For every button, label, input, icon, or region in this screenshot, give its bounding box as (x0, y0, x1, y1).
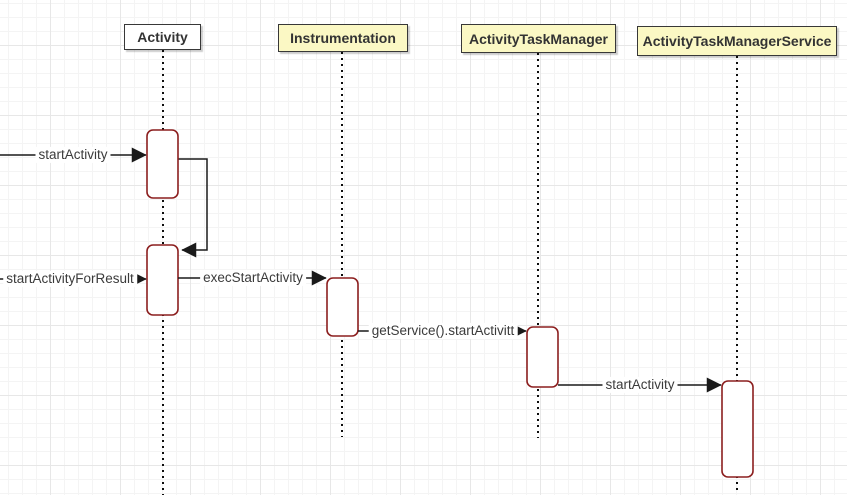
message-label-exec-start-activity[interactable]: execStartActivity (200, 269, 306, 287)
actor-label: Activity (137, 29, 188, 45)
message-label-start-activity-2[interactable]: startActivity (602, 376, 678, 394)
activation-activity-1[interactable] (146, 129, 179, 199)
actor-label: ActivityTaskManager (468, 30, 608, 47)
actor-label: ActivityTaskManagerService (642, 33, 832, 49)
message-label-start-activity-for-result[interactable]: startActivityForResult (3, 270, 137, 288)
activation-instrumentation[interactable] (326, 277, 359, 337)
message-label-get-service-start-activity[interactable]: getService().startActivitt (368, 322, 518, 340)
actor-box-activity[interactable]: Activity (124, 24, 201, 50)
actor-box-activitytaskmanager[interactable]: ActivityTaskManager (461, 24, 616, 53)
activation-activitytaskmanager[interactable] (526, 326, 559, 388)
actor-box-activitytaskmanagerservice[interactable]: ActivityTaskManagerService (637, 26, 837, 56)
activation-activity-2[interactable] (146, 244, 179, 316)
actor-box-instrumentation[interactable]: Instrumentation (278, 24, 408, 52)
self-call-arrow[interactable] (178, 158, 208, 258)
message-label-start-activity[interactable]: startActivity (35, 146, 111, 164)
actor-label: Instrumentation (290, 30, 396, 46)
activation-activitytaskmanagerservice[interactable] (721, 380, 754, 478)
